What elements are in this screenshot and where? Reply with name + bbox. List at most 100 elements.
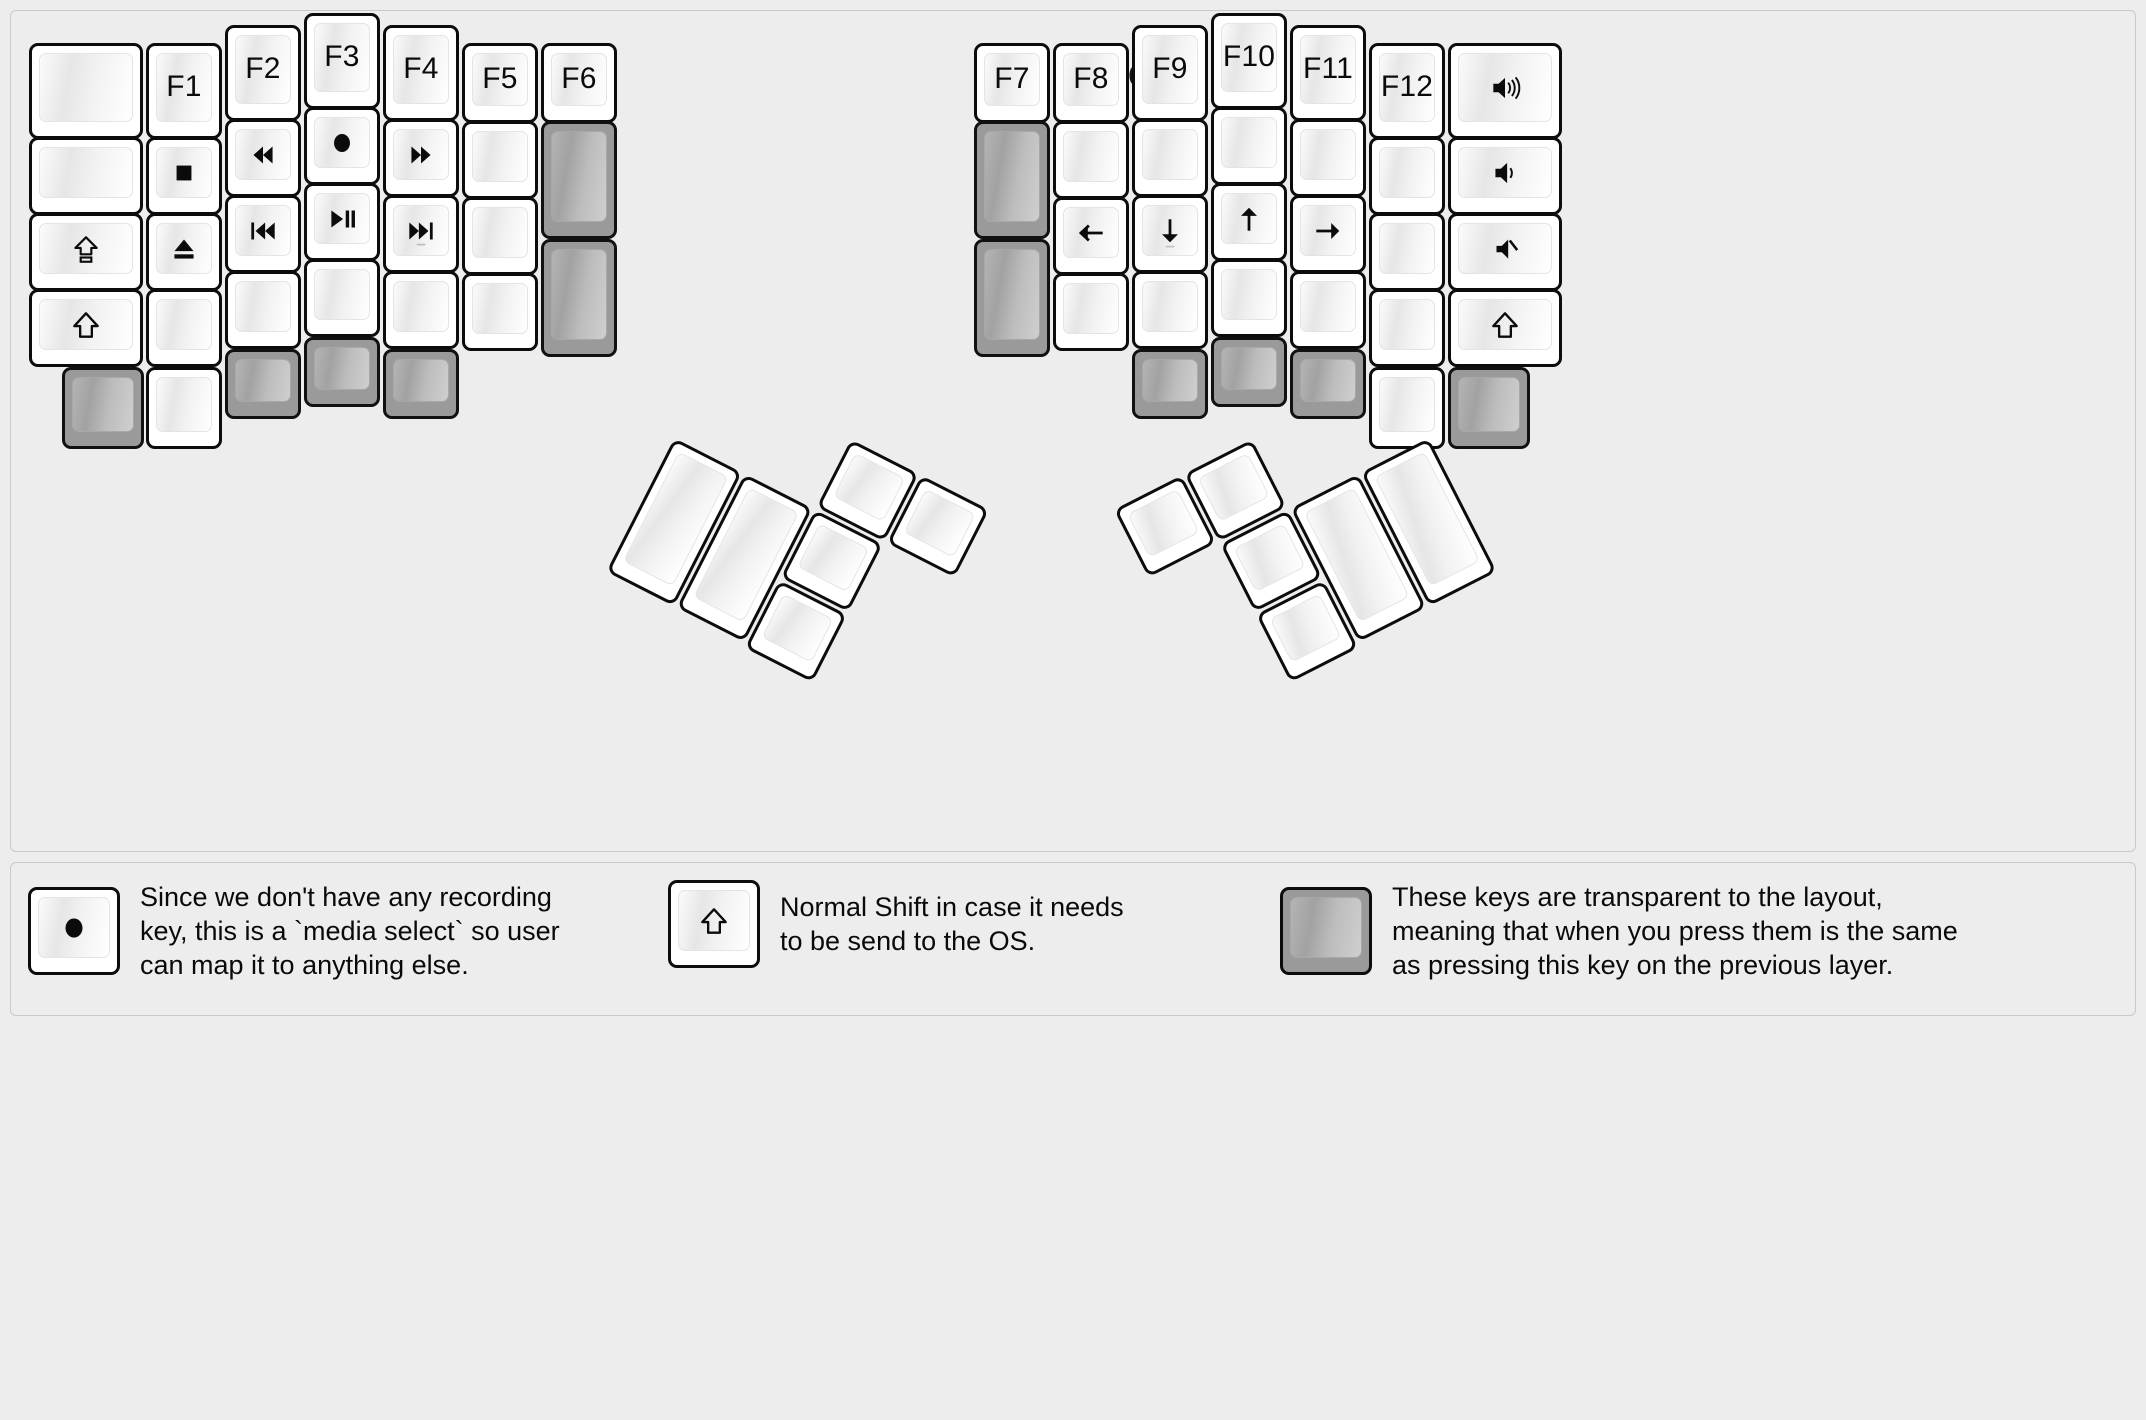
key-left-r2-c2-stop[interactable] (146, 137, 222, 215)
key-right-r4-c4[interactable] (1211, 259, 1287, 337)
key-cap-surface (1379, 53, 1435, 122)
key-left-r4-c2[interactable] (146, 289, 222, 367)
key-right-r5-c3-trans[interactable] (1132, 349, 1208, 419)
key-left-r1-c7-f6[interactable]: F6 (541, 43, 617, 123)
key-left-r5-c1-trans[interactable] (62, 367, 144, 449)
key-right-r2-c7-voldown[interactable] (1448, 137, 1562, 215)
key-cap-surface (472, 53, 528, 106)
f12-icon: F12 (1380, 70, 1434, 103)
key-left-r5-c5-trans[interactable] (383, 349, 459, 419)
key-right-r4-c2[interactable] (1053, 273, 1129, 351)
key-right-r5-c7-trans[interactable] (1448, 367, 1530, 449)
key-cap-surface (1221, 347, 1277, 390)
key-right-r4-c7-shift[interactable] (1448, 289, 1562, 367)
arrow-right-icon (1311, 214, 1345, 248)
key-right-r1-c7-volup[interactable] (1448, 43, 1562, 139)
key-right-r1-c4-f10[interactable]: F10 (1211, 13, 1287, 109)
key-cap-surface (314, 23, 370, 92)
f9-icon: F9 (1152, 52, 1188, 85)
key-right-r5-c4-trans[interactable] (1211, 337, 1287, 407)
key-right-r2-c2[interactable] (1053, 121, 1129, 199)
key-left-r2-c7-trans[interactable] (541, 121, 617, 239)
key-cap-surface (39, 299, 133, 350)
key-right-r5-c6[interactable] (1369, 367, 1445, 449)
key-cap-surface (39, 53, 133, 122)
key-left-r1-c1[interactable] (29, 43, 143, 139)
f7-icon: F7 (994, 62, 1030, 95)
key-right-r3-c6[interactable] (1369, 213, 1445, 291)
key-cap-surface (472, 283, 528, 334)
key-left-r2-c6[interactable] (462, 121, 538, 199)
f3-icon: F3 (324, 40, 360, 73)
legend-key-2[interactable] (668, 880, 760, 968)
key-cap-surface (1269, 593, 1342, 663)
key-left-r4-c5[interactable] (383, 271, 459, 349)
key-right-r2-c6[interactable] (1369, 137, 1445, 215)
f8-icon: F8 (1073, 62, 1109, 95)
key-right-r1-c5-f11[interactable]: F11 (1290, 25, 1366, 121)
key-left-r3-c7-trans[interactable] (541, 239, 617, 357)
key-right-r4-c5[interactable] (1290, 271, 1366, 349)
key-right-r2-c4[interactable] (1211, 107, 1287, 185)
key-left-r2-c4-record[interactable] (304, 107, 380, 185)
key-left-r3-c4-playpause[interactable] (304, 183, 380, 261)
key-left-r3-c1-capslock[interactable] (29, 213, 143, 291)
key-cap-surface (1233, 523, 1306, 593)
key-left-r3-c6[interactable] (462, 197, 538, 275)
key-right-r3-c3-down[interactable] (1132, 195, 1208, 273)
key-right-r5-c5-trans[interactable] (1290, 349, 1366, 419)
key-left-r2-c1[interactable] (29, 137, 143, 215)
key-left-r3-c2-eject[interactable] (146, 213, 222, 291)
key-left-r5-c2[interactable] (146, 367, 222, 449)
shift-icon (697, 904, 731, 938)
key-left-r4-c6[interactable] (462, 273, 538, 351)
legend-key-1[interactable] (28, 887, 120, 976)
key-right-r2-c3[interactable] (1132, 119, 1208, 197)
key-cap-surface (72, 377, 134, 432)
key-right-r3-c7-mute[interactable] (1448, 213, 1562, 291)
key-left-r5-c3-trans[interactable] (225, 349, 301, 419)
legend-item-3: These keys are transparent to the layout… (1280, 880, 1958, 982)
key-cap-surface (1290, 897, 1362, 959)
key-cap-surface (1142, 359, 1198, 402)
f2-icon: F2 (245, 52, 281, 85)
key-left-r1-c6-f5[interactable]: F5 (462, 43, 538, 123)
key-left-r4-c4[interactable] (304, 259, 380, 337)
key-cap-surface (1142, 281, 1198, 332)
key-left-r2-c5-fastforward[interactable] (383, 119, 459, 197)
key-right-r1-c6-f12[interactable]: F12 (1369, 43, 1445, 139)
legend-panel (10, 862, 2136, 1016)
f11-icon: F11 (1302, 52, 1354, 85)
key-left-r4-c1-shift[interactable] (29, 289, 143, 367)
key-left-r1-c3-f2[interactable]: F2 (225, 25, 301, 121)
key-cap-surface (1458, 377, 1520, 432)
key-cap-surface (235, 35, 291, 104)
key-cap-surface (393, 35, 449, 104)
key-right-r3-c2-left[interactable] (1053, 197, 1129, 275)
key-right-r3-c1-trans[interactable] (974, 239, 1050, 357)
key-cap-surface (1300, 281, 1356, 332)
media-record-icon (325, 126, 359, 160)
key-cap-surface (551, 53, 607, 106)
key-left-r1-c2-f1[interactable]: F1 (146, 43, 222, 139)
key-cap-surface (235, 359, 291, 402)
key-left-r4-c3[interactable] (225, 271, 301, 349)
key-cap-surface (393, 359, 449, 402)
key-left-r3-c5-nexttrack[interactable] (383, 195, 459, 273)
key-right-r1-c2-f8[interactable]: F8 (1053, 43, 1129, 123)
shift-icon (1488, 308, 1522, 342)
caps-lock-icon (69, 232, 103, 266)
key-cap-surface (551, 131, 607, 222)
key-left-r3-c3-prevtrack[interactable] (225, 195, 301, 273)
key-cap-surface (678, 890, 750, 951)
key-left-r5-c4-trans[interactable] (304, 337, 380, 407)
key-right-r2-c1-trans[interactable] (974, 121, 1050, 239)
legend-key-3[interactable] (1280, 887, 1372, 976)
key-right-r1-c1-f7[interactable]: F7 (974, 43, 1050, 123)
f4-icon: F4 (403, 52, 439, 85)
f10-icon: F10 (1222, 40, 1276, 73)
key-right-r4-c6[interactable] (1369, 289, 1445, 367)
key-right-r4-c3[interactable] (1132, 271, 1208, 349)
